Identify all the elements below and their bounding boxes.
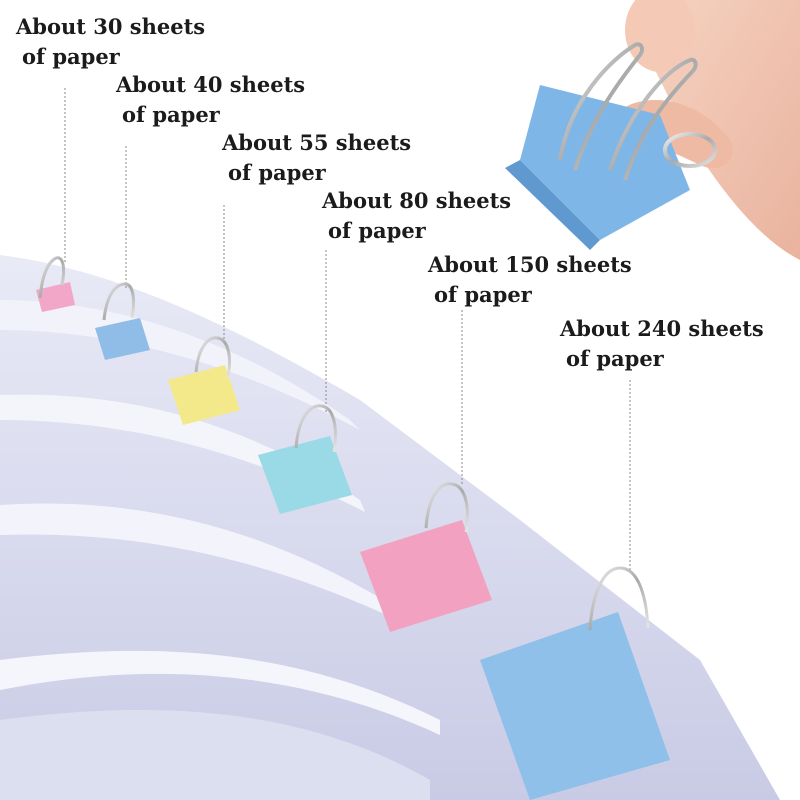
label-line: About 150 sheets — [428, 252, 632, 277]
label-line: of paper — [122, 102, 220, 127]
hand-clip — [505, 42, 717, 250]
label-line: of paper — [228, 160, 326, 185]
clip-40-sheets — [95, 282, 150, 360]
label-240-sheets: About 240 sheets of paper — [560, 314, 764, 374]
label-40-sheets: About 40 sheets of paper — [116, 70, 305, 130]
label-line: of paper — [566, 346, 664, 371]
label-line: of paper — [434, 282, 532, 307]
clip-30-sheets — [36, 256, 75, 312]
clip-240-sheets — [480, 566, 670, 800]
label-line: of paper — [22, 44, 120, 69]
leader-lines — [64, 88, 631, 570]
label-55-sheets: About 55 sheets of paper — [222, 128, 411, 188]
label-line: of paper — [328, 218, 426, 243]
label-line: About 55 sheets — [222, 130, 412, 155]
label-150-sheets: About 150 sheets of paper — [428, 250, 632, 310]
label-line: About 40 sheets — [116, 72, 306, 97]
label-line: About 30 sheets — [16, 14, 206, 39]
label-line: About 240 sheets — [560, 316, 764, 341]
clip-80-sheets — [258, 404, 352, 514]
clip-55-sheets — [168, 336, 240, 425]
clip-150-sheets — [360, 482, 492, 632]
label-line: About 80 sheets — [322, 188, 512, 213]
label-30-sheets: About 30 sheets of paper — [16, 12, 205, 72]
label-80-sheets: About 80 sheets of paper — [322, 186, 511, 246]
